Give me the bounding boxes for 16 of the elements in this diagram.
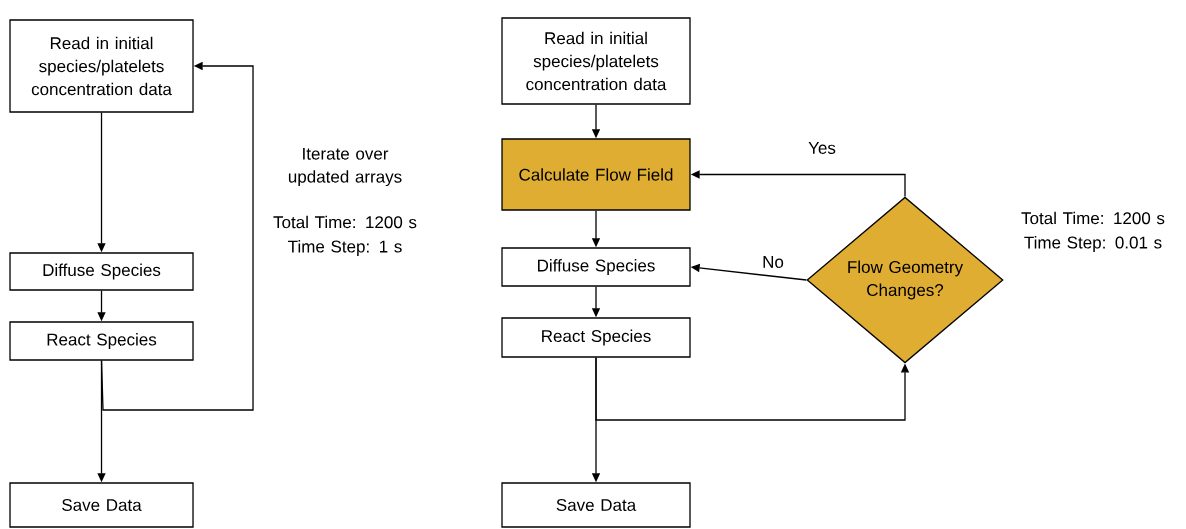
process-box: Read in initial species/platelets concentration data (9, 19, 194, 113)
note-text: Iterate over updated arrays (288, 147, 402, 187)
process-box: React Species (9, 321, 194, 361)
process-box: Diffuse Species (501, 247, 691, 287)
note-text: Time Step: 1 s (288, 240, 402, 256)
edge-label: Yes (807, 141, 837, 155)
note-text: Total Time: 1200 s (1021, 211, 1165, 225)
process-box: Save Data (9, 482, 194, 528)
process-box: React Species (501, 317, 691, 358)
note-text: Total Time: 1200 s (273, 215, 417, 229)
process-box: Diffuse Species (9, 252, 194, 291)
process-box: Save Data (501, 482, 691, 528)
note-text: Time Step: 0.01 s (1024, 236, 1162, 252)
process-box: Calculate Flow Field (501, 138, 691, 211)
edge-label: No (761, 255, 785, 269)
process-box: Read in initial species/platelets concentration data (501, 17, 691, 105)
